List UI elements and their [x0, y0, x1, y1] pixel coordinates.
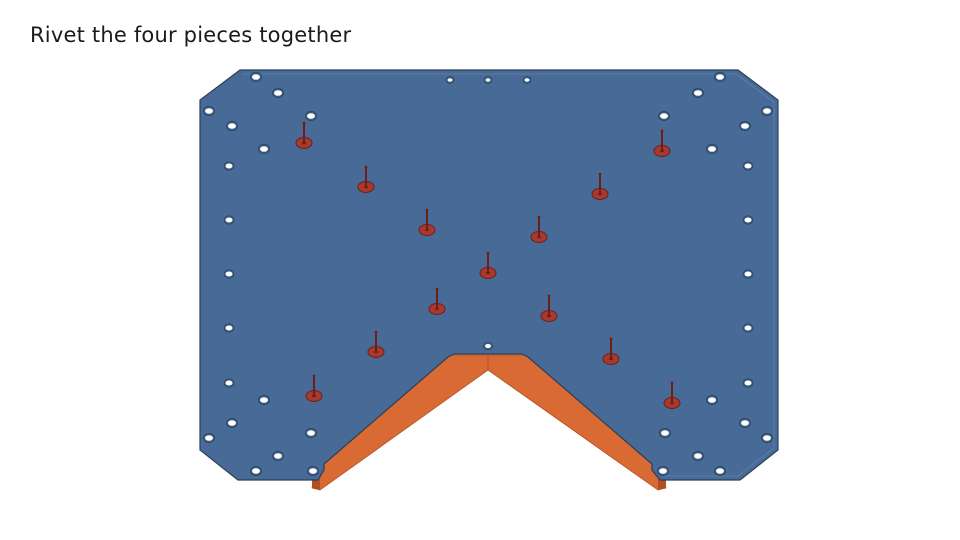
rivet-icon: [663, 381, 681, 409]
mounting-hole-icon: [742, 161, 754, 171]
rivet-icon: [530, 215, 548, 243]
mounting-hole-icon: [250, 465, 262, 477]
mounting-hole-icon: [761, 105, 773, 117]
rivet-icon: [367, 330, 385, 358]
rivet-icon: [602, 337, 620, 365]
mounting-hole-icon: [203, 432, 215, 444]
rivet-icon: [295, 121, 313, 149]
mounting-hole-icon: [742, 215, 754, 225]
rivet-icon: [479, 251, 497, 279]
mounting-hole-icon: [223, 378, 235, 388]
mounting-hole-icon: [223, 215, 235, 225]
rivet-icon: [428, 287, 446, 315]
mounting-hole-icon: [258, 394, 270, 406]
rivet-icon: [653, 129, 671, 157]
mounting-hole-icon: [714, 71, 726, 83]
mounting-hole-icon: [223, 269, 235, 279]
mounting-hole-icon: [522, 76, 532, 84]
slide-title: Rivet the four pieces together: [30, 23, 352, 47]
rivet-icon: [305, 374, 323, 402]
mounting-hole-icon: [706, 143, 718, 155]
mounting-hole-icon: [226, 120, 238, 132]
mounting-hole-icon: [445, 76, 455, 84]
mounting-hole-icon: [706, 394, 718, 406]
mounting-hole-icon: [307, 465, 319, 477]
mounting-hole-icon: [739, 417, 751, 429]
rivets: [295, 121, 681, 409]
mounting-hole-icon: [742, 269, 754, 279]
mounting-hole-icon: [483, 76, 493, 84]
mounting-hole-icon: [272, 450, 284, 462]
rivet-icon: [591, 172, 609, 200]
mounting-hole-icon: [272, 87, 284, 99]
mounting-hole-icon: [250, 71, 262, 83]
mounting-hole-icon: [659, 427, 671, 439]
mounting-hole-icon: [657, 465, 669, 477]
mounting-hole-icon: [258, 143, 270, 155]
mounting-hole-icon: [223, 161, 235, 171]
mounting-hole-icon: [203, 105, 215, 117]
mounting-hole-icon: [305, 110, 317, 122]
mounting-hole-icon: [761, 432, 773, 444]
mounting-hole-icon: [739, 120, 751, 132]
rivet-icon: [540, 294, 558, 322]
mounting-hole-icon: [692, 87, 704, 99]
mounting-hole-icon: [692, 450, 704, 462]
mounting-hole-icon: [305, 427, 317, 439]
mounting-hole-icon: [714, 465, 726, 477]
mounting-hole-icon: [658, 110, 670, 122]
rivet-icon: [357, 165, 375, 193]
rivet-icon: [418, 208, 436, 236]
mounting-hole-icon: [483, 341, 493, 351]
mounting-hole-icon: [223, 323, 235, 333]
mounting-hole-icon: [742, 378, 754, 388]
mounting-hole-icon: [226, 417, 238, 429]
plate-inner-edge: [242, 73, 775, 477]
mounting-hole-icon: [742, 323, 754, 333]
mounting-holes: [203, 71, 773, 477]
